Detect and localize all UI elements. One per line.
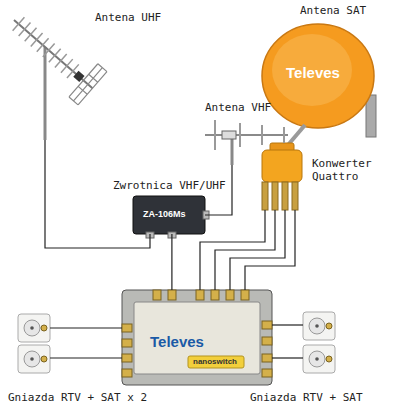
device-label: Antena SAT	[300, 5, 390, 18]
diplexer-body	[133, 196, 205, 234]
multiswitch-port	[153, 290, 161, 300]
vhf-antenna-node: Antena VHF	[200, 120, 290, 165]
multiswitch-port	[196, 290, 204, 300]
socket-f-connector	[41, 356, 47, 362]
coax-cable	[215, 210, 275, 290]
brand-logo: Televes	[286, 64, 356, 81]
socket-hole	[30, 357, 34, 361]
multiswitch-port	[262, 354, 272, 362]
uhf-reflector	[69, 64, 107, 105]
diplexer-port	[146, 232, 154, 238]
socket-face	[24, 351, 40, 367]
uhf-antenna-node: Antena UHF	[8, 8, 98, 140]
device-label: Gniazda RTV + SAT x 2	[8, 392, 158, 405]
multiswitch-port	[226, 290, 234, 300]
multiswitch-node: Televes nanoswitch	[122, 290, 272, 385]
diplexer-port	[168, 232, 176, 238]
device-label: Zwrotnica VHF/UHF	[113, 180, 238, 193]
wall-socket	[18, 314, 50, 342]
socket-face	[24, 320, 40, 336]
uhf-dipole	[73, 71, 84, 82]
device-label: Antena UHF	[95, 12, 175, 25]
uhf-mast	[44, 47, 47, 140]
uhf-boom	[14, 20, 92, 88]
multiswitch-port	[262, 321, 272, 329]
multiswitch-port	[122, 324, 132, 332]
multiswitch-port	[211, 290, 219, 300]
socket-hole	[30, 326, 34, 330]
vhf-boom	[205, 134, 288, 136]
uhf-antenna	[0, 3, 107, 104]
multiswitch-badge	[188, 356, 244, 368]
coax-cable	[50, 357, 122, 358]
socket-group-node: Gniazda RTV + SAT x 2	[18, 312, 50, 374]
multiswitch-port	[241, 290, 249, 300]
socket-hole	[315, 324, 319, 328]
model-label: ZA-106Ms	[143, 209, 201, 219]
multiswitch-front	[134, 302, 260, 374]
coax-cable	[171, 234, 172, 290]
device-label: Antena VHF	[205, 102, 285, 115]
socket-face	[309, 318, 325, 334]
device-label: Konwerter Quattro	[312, 158, 380, 183]
diplexer-node: Zwrotnica VHF/UHFZA-106Ms	[133, 196, 205, 234]
wall-socket	[303, 345, 335, 373]
multiswitch-port	[262, 369, 272, 377]
coax-cable	[272, 357, 303, 358]
coax-cable	[200, 210, 265, 290]
sat-dish-node: Antena SATTeleves	[255, 22, 380, 132]
socket-f-connector	[41, 325, 47, 331]
wall-socket	[303, 312, 335, 340]
model-label: nanoswitch	[193, 357, 243, 366]
multiswitch-port	[262, 337, 272, 345]
vhf-elements	[215, 120, 284, 150]
lnb-port	[262, 182, 268, 210]
lnb-port	[292, 182, 298, 210]
vhf-dipole	[222, 131, 236, 139]
multiswitch-port	[168, 290, 176, 300]
multiswitch-port	[122, 369, 132, 377]
device-label: Gniazda RTV + SAT	[250, 392, 380, 405]
lnb-node: Konwerter Quattro	[255, 150, 310, 210]
multiswitch-body	[122, 290, 272, 385]
lnb-body	[262, 150, 302, 182]
lnb-port	[272, 182, 278, 210]
multiswitch-port	[122, 354, 132, 362]
coax-cable	[50, 327, 122, 328]
coax-cable	[245, 210, 295, 290]
socket-group-node: Gniazda RTV + SAT	[303, 310, 335, 374]
coax-cable	[272, 324, 303, 325]
socket-face	[309, 351, 325, 367]
coax-cable	[230, 210, 285, 290]
uhf-directors	[13, 17, 79, 78]
socket-hole	[315, 357, 319, 361]
coax-cable	[45, 140, 150, 248]
socket-f-connector	[326, 356, 332, 362]
lnb-port	[282, 182, 288, 210]
satellite-dish	[262, 24, 374, 128]
socket-f-connector	[326, 323, 332, 329]
wall-socket	[18, 345, 50, 373]
multiswitch-port	[122, 339, 132, 347]
brand-logo: Televes	[150, 333, 230, 350]
diplexer-port	[203, 211, 209, 219]
